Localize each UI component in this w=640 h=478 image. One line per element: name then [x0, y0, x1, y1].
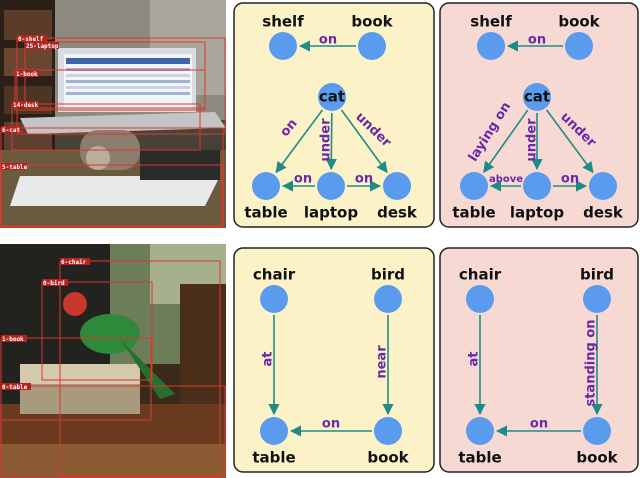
node-cat	[318, 83, 346, 111]
edge-label-cat-laptop: under	[319, 118, 334, 162]
det-label-6: 5-table	[2, 164, 28, 171]
node-desk	[589, 172, 617, 200]
node-shelf	[477, 32, 505, 60]
node-book	[358, 32, 386, 60]
node-book	[583, 417, 611, 445]
node-label-book: book	[351, 13, 393, 31]
node-table	[252, 172, 280, 200]
node-desk	[383, 172, 411, 200]
node-label-table: table	[252, 449, 295, 467]
node-label-bird: bird	[580, 266, 614, 284]
photo-bird-canvas	[0, 244, 226, 478]
edge-cat-table	[275, 109, 324, 174]
photo-bird-detections: 6-chair 0-bird 1-book 0-table	[0, 244, 226, 478]
node-book	[565, 32, 593, 60]
node-label-shelf: shelf	[262, 13, 304, 31]
det-label-10: 0-table	[2, 384, 28, 391]
edge-cat-table	[483, 109, 529, 174]
node-label-cat: cat	[319, 88, 345, 106]
node-label-chair: chair	[459, 266, 502, 284]
node-label-table: table	[458, 449, 501, 467]
node-label-shelf: shelf	[470, 13, 512, 31]
node-label-cat: cat	[524, 88, 550, 106]
edge-label-book-table: on	[530, 417, 548, 432]
edge-label-laptop-desk: on	[561, 172, 579, 187]
scene-graph-panel-3: at near on chair bird table book	[233, 247, 435, 473]
node-bird	[374, 285, 402, 313]
node-table	[260, 417, 288, 445]
node-laptop	[317, 172, 345, 200]
node-label-laptop: laptop	[304, 204, 358, 222]
photo-cat-laptop: 0-shelf 25-laptop 1-book 14-desk 6-cat 5…	[0, 0, 226, 228]
node-label-desk: desk	[583, 204, 624, 222]
edge-cat-laptop	[325, 112, 337, 171]
det-label-5: 6-cat	[2, 127, 20, 134]
edge-label-book-table: on	[322, 417, 340, 432]
edge-cat-desk	[340, 109, 388, 174]
edge-label-bird-book: standing on	[584, 319, 599, 406]
edge-label-laptop-desk: on	[355, 172, 373, 187]
node-laptop	[523, 172, 551, 200]
det-label-4: 14-desk	[13, 102, 39, 109]
det-label-2: 25-laptop	[26, 43, 59, 50]
node-label-chair: chair	[253, 266, 296, 284]
node-cat	[523, 83, 551, 111]
node-label-desk: desk	[377, 204, 418, 222]
node-label-bird: bird	[371, 266, 405, 284]
node-label-book: book	[558, 13, 600, 31]
edge-label-book-shelf: on	[528, 33, 546, 48]
photo-cat-laptop-detections: 0-shelf 25-laptop 1-book 14-desk 6-cat 5…	[0, 0, 226, 228]
node-label-book: book	[367, 449, 409, 467]
detection-labels-2: 6-chair 0-bird 1-book 0-table	[1, 258, 90, 391]
edge-label-laptop-table: above	[489, 174, 523, 185]
node-label-laptop: laptop	[510, 204, 564, 222]
node-chair	[466, 285, 494, 313]
photo-bird: 6-chair 0-bird 1-book 0-table	[0, 244, 226, 478]
edge-label-bird-book: near	[375, 345, 390, 379]
edge-label-chair-table: at	[467, 352, 482, 367]
edge-label-book-shelf: on	[319, 33, 337, 48]
node-label-book: book	[576, 449, 618, 467]
det-label-1: 0-shelf	[18, 36, 44, 43]
node-label-table: table	[244, 204, 287, 222]
edge-label-laptop-table: on	[294, 172, 312, 187]
node-table	[460, 172, 488, 200]
det-label-8: 0-bird	[43, 280, 65, 287]
node-shelf	[269, 32, 297, 60]
scene-graph-svg-3: at near on chair bird table book	[233, 247, 435, 473]
edge-label-chair-table: at	[261, 352, 276, 367]
node-label-table: table	[452, 204, 495, 222]
detection-labels: 0-shelf 25-laptop 1-book 14-desk 6-cat 5…	[1, 35, 59, 171]
scene-graph-panel-4: at standing on on chair bird table book	[439, 247, 639, 473]
node-table	[466, 417, 494, 445]
node-bird	[583, 285, 611, 313]
scene-graph-svg-4: at standing on on chair bird table book	[439, 247, 639, 473]
det-label-7: 6-chair	[61, 259, 87, 266]
edge-cat-desk	[545, 109, 594, 174]
edge-label-cat-laptop: under	[525, 118, 540, 162]
det-label-9: 1-book	[2, 336, 24, 343]
node-book	[374, 417, 402, 445]
node-chair	[260, 285, 288, 313]
det-label-3: 1-book	[16, 71, 38, 78]
